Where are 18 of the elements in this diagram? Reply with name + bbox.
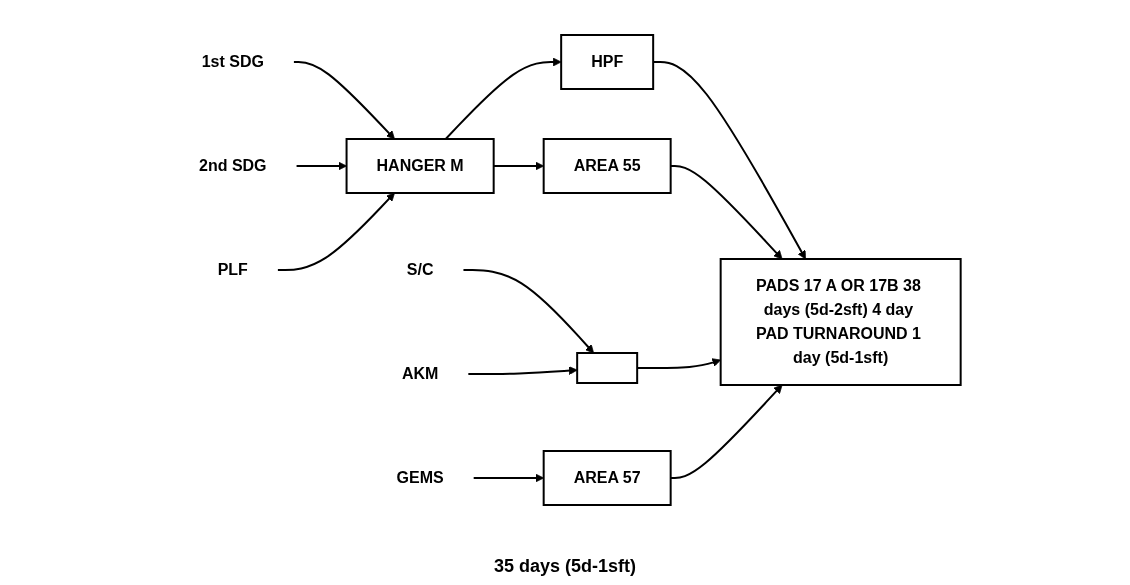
arrow bbox=[467, 366, 578, 375]
arrow bbox=[293, 61, 396, 140]
node-box bbox=[576, 352, 639, 384]
node-box: PADS 17 A OR 17B 38 days (5d-2sft) 4 day PAD TURNAROUND 1 day (5d-1sft) bbox=[719, 258, 962, 386]
node-box: HANGER M bbox=[345, 138, 495, 194]
node-text: PLF bbox=[217, 261, 249, 278]
node-box: HPF bbox=[560, 34, 655, 90]
node-text: AKM bbox=[402, 365, 439, 382]
node-text: S/C bbox=[406, 261, 434, 278]
duration-note: 35 days (5d-1sft) bbox=[493, 556, 637, 576]
node-text: 2nd SDG bbox=[199, 157, 267, 174]
node-box: AREA 55 bbox=[542, 138, 672, 194]
arrow bbox=[444, 57, 562, 140]
node-box: AREA 57 bbox=[542, 450, 672, 506]
arrow bbox=[462, 269, 595, 354]
node-text: 1st SDG bbox=[201, 53, 265, 70]
arrow bbox=[277, 192, 396, 271]
node-text: GEMS bbox=[396, 469, 444, 486]
